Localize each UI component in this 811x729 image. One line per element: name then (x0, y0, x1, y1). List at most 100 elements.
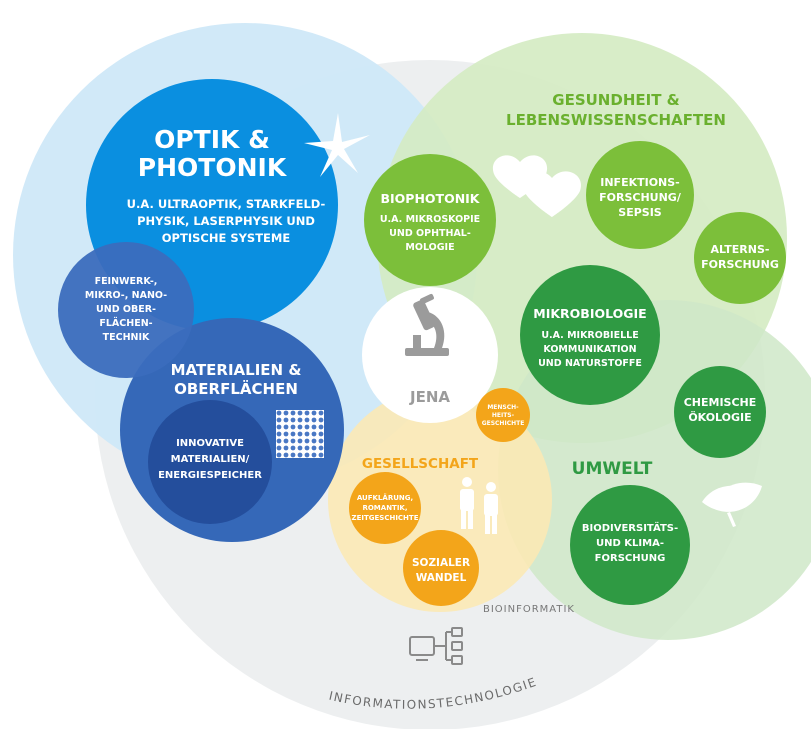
grid-dot (304, 431, 310, 437)
mikrobiologie-sub-2: KOMMUNIKATION (543, 344, 636, 355)
menschheit-line-2: HEITS- (492, 412, 515, 419)
chemische-line-1: CHEMISCHE (684, 396, 757, 409)
grid-dot (276, 410, 282, 416)
grid-dot (318, 431, 324, 437)
grid-dot (297, 445, 303, 451)
grid-dot (283, 424, 289, 430)
aufklaerung-line-3: ZEITGESCHICHTE (352, 514, 419, 522)
grid-dot (290, 438, 296, 444)
optik-sub-3: OPTISCHE SYSTEME (162, 231, 291, 245)
grid-dot (297, 452, 303, 458)
bioinformatik-label: BIOINFORMATIK (483, 604, 575, 615)
feinwerk-circle (58, 242, 194, 378)
grid-dot (276, 424, 282, 430)
grid-dot (318, 410, 324, 416)
chemische-circle (674, 366, 766, 458)
grid-dot (290, 431, 296, 437)
menschheit-circle (476, 388, 530, 442)
feinwerk-line-3: UND OBER- (96, 304, 156, 315)
grid-dot (290, 424, 296, 430)
materialien-inner-circle (148, 400, 272, 524)
grid-dot (283, 452, 289, 458)
star-icon (304, 113, 370, 177)
materialien-title-1: MATERIALIEN & (171, 361, 302, 379)
feinwerk-line-5: TECHNIK (103, 332, 150, 343)
altern-line-2: FORSCHUNG (701, 258, 779, 271)
microscope-icon (405, 293, 449, 356)
jena-label: JENA (409, 388, 450, 406)
biophotonik-sub-1: U.A. MIKROSKOPIE (380, 214, 480, 225)
umwelt-inner-circle (570, 485, 690, 605)
mikrobiologie-circle (520, 265, 660, 405)
mikrobiologie-sub-3: UND NATURSTOFFE (538, 358, 642, 369)
grid-dot (304, 445, 310, 451)
optik-title-line1: OPTIK & (154, 125, 270, 154)
grid-dot (290, 452, 296, 458)
infektion-line-1: INFEKTIONS- (600, 176, 680, 189)
biophotonik-title: BIOPHOTONIK (380, 191, 480, 206)
grid-dot (304, 452, 310, 458)
sozial-line-1: SOZIALER (412, 557, 470, 569)
grid-dot (311, 410, 317, 416)
grid-dot (311, 438, 317, 444)
infektion-line-2: FORSCHUNG/ (599, 191, 682, 204)
grid-dot (283, 431, 289, 437)
aufklaerung-line-1: AUFKLÄRUNG, (357, 493, 413, 502)
chemische-line-2: ÖKOLOGIE (688, 410, 751, 424)
altern-circle (694, 212, 786, 304)
gesellschaft-outer-circle (328, 388, 552, 612)
grid-dot (297, 410, 303, 416)
materialien-inner-1: INNOVATIVE (176, 438, 244, 449)
grid-dot (318, 417, 324, 423)
umwelt-inner-2: UND KLIMA- (596, 538, 664, 549)
grid-dot (297, 431, 303, 437)
grid-dot (290, 410, 296, 416)
grid-dot (311, 424, 317, 430)
grid-dot (304, 410, 310, 416)
grid-dot (283, 438, 289, 444)
grid-dot (318, 445, 324, 451)
gesellschaft-title: GESELLSCHAFT (362, 456, 479, 472)
grid-dot (311, 431, 317, 437)
materials-grid-icon (276, 410, 324, 458)
people-icon (460, 477, 498, 534)
grid-dot (318, 424, 324, 430)
grid-dot (276, 452, 282, 458)
umwelt-title: UMWELT (572, 459, 653, 479)
materialien-inner-3: ENERGIESPEICHER (158, 470, 262, 481)
grid-dot (290, 417, 296, 423)
grid-dot (283, 410, 289, 416)
umwelt-inner-3: FORSCHUNG (595, 553, 666, 564)
grid-dot (311, 417, 317, 423)
grid-dot (311, 445, 317, 451)
umwelt-inner-1: BIODIVERSITÄTS- (582, 520, 678, 534)
hearts-icon (492, 155, 582, 217)
grid-dot (318, 438, 324, 444)
biophotonik-circle (364, 154, 496, 286)
grid-dot (276, 445, 282, 451)
optik-title-line2: PHOTONIK (138, 153, 288, 182)
aufklaerung-circle (349, 472, 421, 544)
grid-dot (276, 431, 282, 437)
grid-dot (304, 424, 310, 430)
biophotonik-sub-3: MOLOGIE (405, 242, 454, 253)
grid-dot (318, 452, 324, 458)
infektion-line-3: SEPSIS (618, 206, 662, 219)
feinwerk-line-4: FLÄCHEN- (99, 318, 152, 329)
biophotonik-sub-2: UND OPHTHAL- (389, 228, 471, 239)
grid-dot (290, 445, 296, 451)
grid-dot (283, 445, 289, 451)
menschheit-line-3: GESCHICHTE (482, 420, 525, 427)
grid-dot (297, 424, 303, 430)
gesundheit-title-2: LEBENSWISSENSCHAFTEN (506, 111, 726, 129)
optik-sub-1: U.A. ULTRAOPTIK, STARKFELD- (127, 197, 326, 211)
mikrobiologie-sub-1: U.A. MIKROBIELLE (541, 330, 638, 341)
grid-dot (283, 417, 289, 423)
sozial-circle (403, 530, 479, 606)
feinwerk-line-1: FEINWERK-, (95, 276, 158, 287)
grid-dot (297, 438, 303, 444)
leaves-icon (702, 482, 762, 527)
mikrobiologie-title: MIKROBIOLOGIE (533, 306, 646, 321)
infektion-circle (586, 141, 694, 249)
